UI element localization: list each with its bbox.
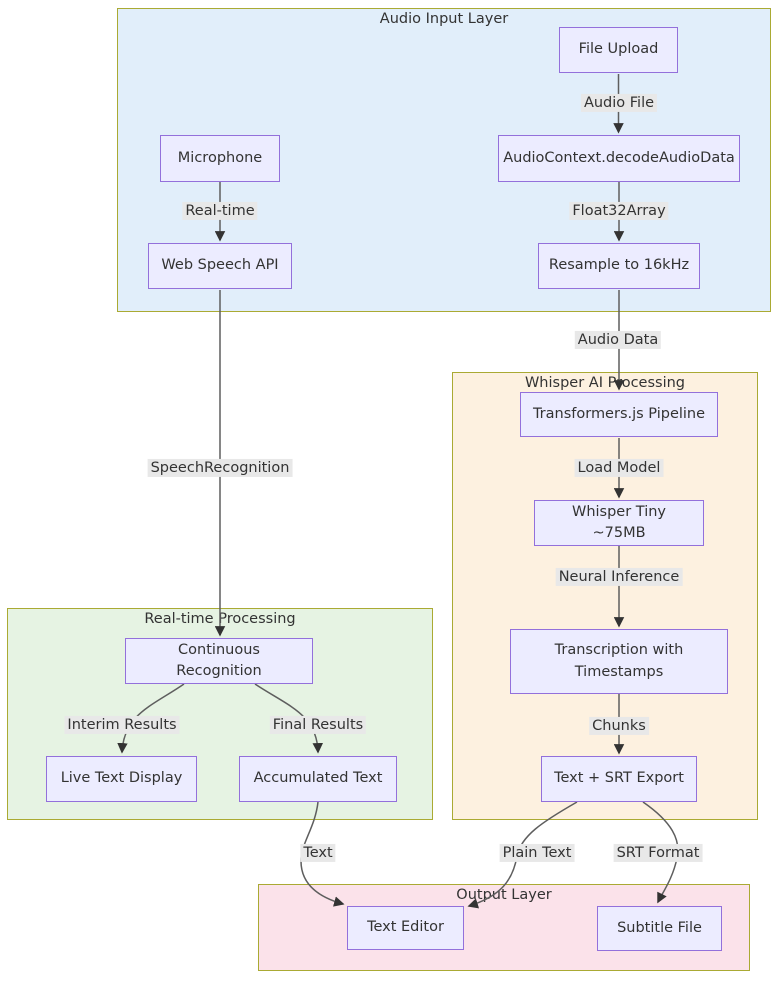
node-continuous-recognition: Continuous Recognition [125,638,313,684]
node-label-file-upload: File Upload [578,41,659,58]
node-text-srt-export: Text + SRT Export [541,756,697,802]
edge-label-audio-context-decode-to-resample-16khz: Float32Array [569,201,669,221]
node-accumulated-text: Accumulated Text [239,756,397,802]
node-microphone: Microphone [160,135,280,182]
node-label-web-speech-api: Web Speech API [161,257,279,274]
node-label-microphone: Microphone [177,149,263,166]
node-label-text-srt-export: Text + SRT Export [554,770,684,787]
cluster-whisper-ai-processing: Whisper AI Processing [452,372,758,820]
edge-label-transcription-timestamps-to-text-srt-export: Chunks [589,716,649,736]
edge-label-whisper-tiny-to-transcription-timestamps: Neural Inference [555,567,683,587]
node-whisper-tiny: Whisper Tiny ~75MB [534,500,704,546]
cluster-title-audio-input-layer: Audio Input Layer [379,11,509,27]
node-label-audio-context-decode: AudioContext.decodeAudioData [503,149,735,166]
node-label-accumulated-text: Accumulated Text [253,770,383,787]
node-label-subtitle-file: Subtitle File [617,919,702,936]
node-live-text-display: Live Text Display [46,756,197,802]
edge-label-microphone-to-web-speech-api: Real-time [182,201,258,221]
node-transformers-pipeline: Transformers.js Pipeline [520,392,718,437]
node-subtitle-file: Subtitle File [597,906,722,951]
edge-label-continuous-recognition-to-live-text-display: Interim Results [64,715,180,735]
edge-label-accumulated-text-to-text-editor: Text [300,843,336,863]
node-text-editor: Text Editor [347,906,464,950]
node-resample-16khz: Resample to 16kHz [538,243,700,289]
cluster-title-output-layer: Output Layer [456,887,552,903]
node-label-continuous-recognition: Continuous Recognition [176,641,262,679]
edge-label-text-srt-export-to-text-editor: Plain Text [499,843,575,863]
node-label-text-editor: Text Editor [367,919,444,936]
node-label-transcription-timestamps: Transcription with Timestamps [554,642,684,680]
node-audio-context-decode: AudioContext.decodeAudioData [498,135,740,182]
cluster-title-real-time-processing: Real-time Processing [144,611,296,627]
edge-label-resample-16khz-to-transformers-pipeline: Audio Data [574,330,662,350]
node-label-resample-16khz: Resample to 16kHz [548,257,690,274]
node-web-speech-api: Web Speech API [148,243,292,289]
edge-label-text-srt-export-to-subtitle-file: SRT Format [613,843,703,863]
node-label-live-text-display: Live Text Display [60,770,183,787]
cluster-title-whisper-ai-processing: Whisper AI Processing [524,375,686,391]
edge-label-web-speech-api-to-continuous-recognition: SpeechRecognition [147,458,293,478]
node-label-whisper-tiny: Whisper Tiny ~75MB [571,503,667,541]
node-file-upload: File Upload [559,27,678,73]
node-label-transformers-pipeline: Transformers.js Pipeline [532,405,706,422]
edge-label-transformers-pipeline-to-whisper-tiny: Load Model [574,458,664,478]
edge-label-continuous-recognition-to-accumulated-text: Final Results [269,715,367,735]
edge-label-file-upload-to-audio-context-decode: Audio File [580,93,658,113]
node-transcription-timestamps: Transcription with Timestamps [510,629,728,694]
